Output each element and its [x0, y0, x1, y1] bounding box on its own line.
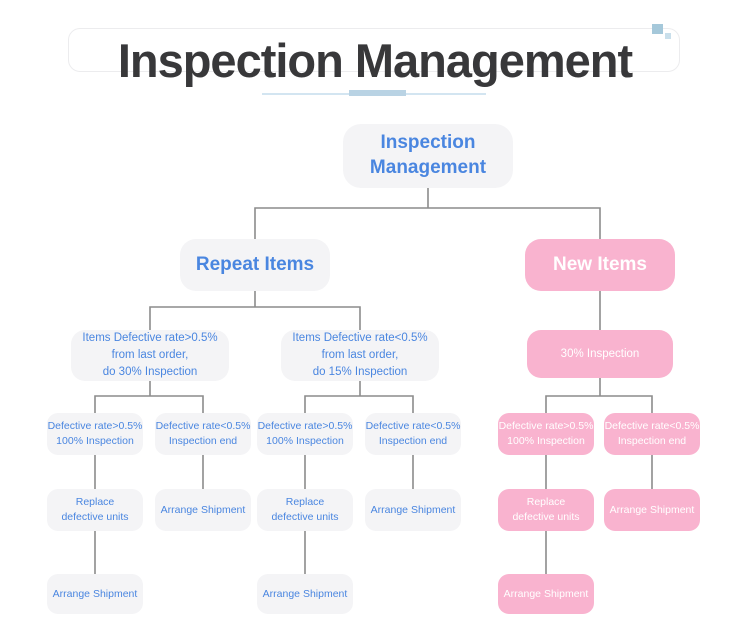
node-ni-replace-defective-units: Replace defective units	[498, 489, 594, 531]
node-rl-defect-high-100-inspection: Defective rate>0.5% 100% Inspection	[257, 413, 353, 455]
deco-square-large-icon	[652, 24, 663, 34]
node-rh-arrange-shipment: Arrange Shipment	[155, 489, 251, 531]
node-rh-defect-low-inspection-end: Defective rate<0.5% Inspection end	[155, 413, 251, 455]
node-repeat-defective-rate-high: Items Defective rate>0.5% from last orde…	[71, 330, 229, 381]
node-rl-final-arrange-shipment: Arrange Shipment	[257, 574, 353, 614]
node-rh-final-arrange-shipment: Arrange Shipment	[47, 574, 143, 614]
node-new-30-percent-inspection: 30% Inspection	[527, 330, 673, 378]
node-rh-replace-defective-units: Replace defective units	[47, 489, 143, 531]
title-underline-accent	[349, 90, 406, 96]
node-repeat-defective-rate-low: Items Defective rate<0.5% from last orde…	[281, 330, 439, 381]
node-rh-defect-high-100-inspection: Defective rate>0.5% 100% Inspection	[47, 413, 143, 455]
page-title: Inspection Management	[117, 34, 633, 87]
node-ni-defect-high-100-inspection: Defective rate>0.5% 100% Inspection	[498, 413, 594, 455]
node-repeat-items: Repeat Items	[180, 239, 330, 291]
node-ni-arrange-shipment: Arrange Shipment	[604, 489, 700, 531]
deco-square-small-icon	[665, 33, 671, 39]
node-rl-replace-defective-units: Replace defective units	[257, 489, 353, 531]
node-new-items: New Items	[525, 239, 675, 291]
node-root-inspection-management: Inspection Management	[343, 124, 513, 188]
node-rl-defect-low-inspection-end: Defective rate<0.5% Inspection end	[365, 413, 461, 455]
title-card	[68, 28, 680, 72]
node-ni-defect-low-inspection-end: Defective rate<0.5% Inspection end	[604, 413, 700, 455]
node-ni-final-arrange-shipment: Arrange Shipment	[498, 574, 594, 614]
node-rl-arrange-shipment: Arrange Shipment	[365, 489, 461, 531]
